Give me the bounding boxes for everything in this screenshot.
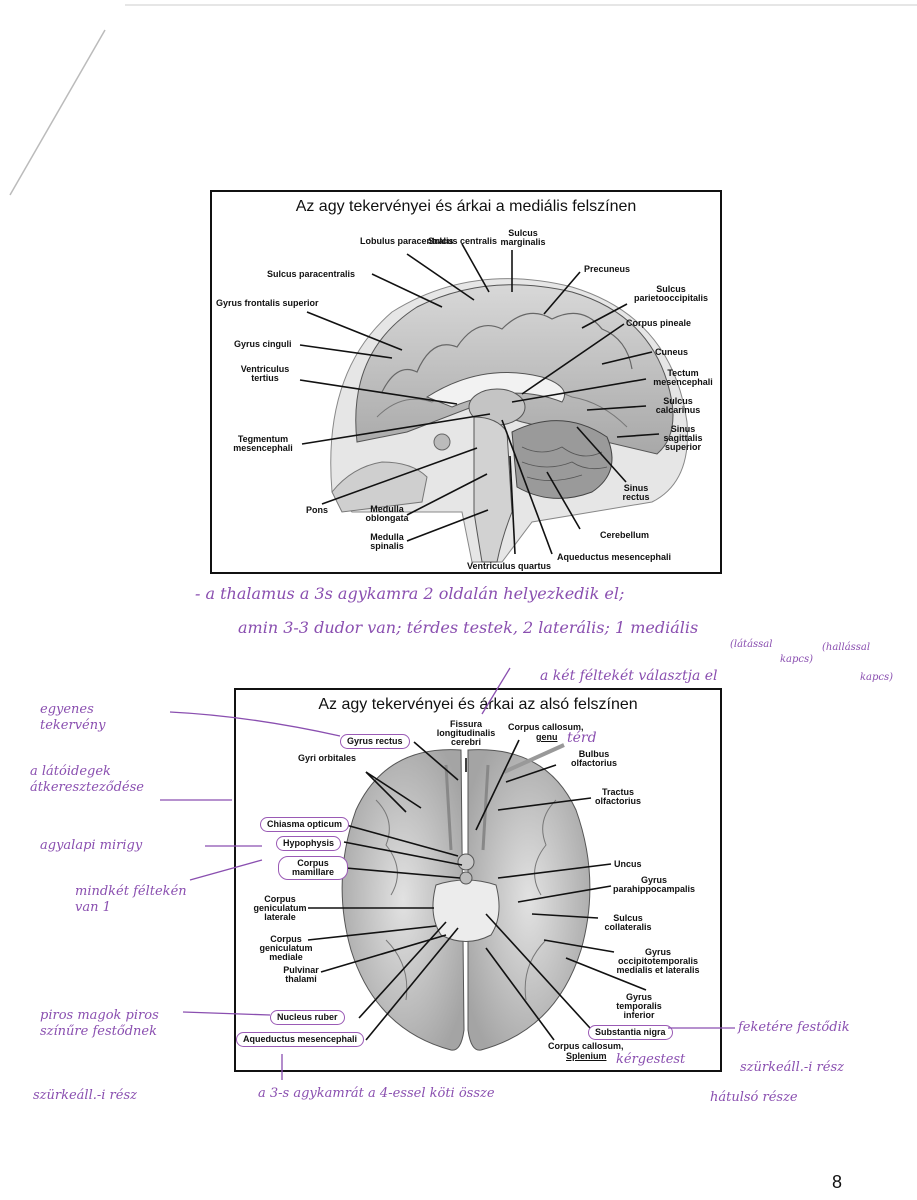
label-lobulus-paracentralis: Lobulus paracentralis — [360, 236, 454, 246]
label-chiasma-opticum: Chiasma opticum — [260, 817, 350, 832]
figure-title: Az agy tekervényei és árkai a mediális f… — [295, 198, 637, 215]
label-sinus-sagittalis-superior: Sinus sagittalis superior — [663, 424, 703, 452]
label-sulcus-marginalis: Sulcus marginalis — [500, 228, 546, 247]
label-aqueductus-mesencephali: Aqueductus mesencephali — [236, 1032, 365, 1047]
handwriting-line2: amin 3-3 dudor van; térdes testek, 2 lat… — [238, 618, 699, 637]
figure-inferior-surface: Az agy tekervényei és árkai az alsó fels… — [234, 688, 722, 1072]
label-ventriculus-tertius: Ventriculus tertius — [240, 364, 290, 383]
handwriting-hatulso: hátulsó része — [710, 1090, 798, 1105]
label-substantia-nigra: Substantia nigra — [588, 1025, 673, 1040]
inferior-brain-illustration — [307, 739, 647, 1051]
handwriting-terd: térd — [567, 730, 597, 746]
label-gyri-orbitales: Gyri orbitales — [298, 753, 357, 763]
handwriting-latoidegek: a látóidegek átkereszteződése — [30, 764, 144, 795]
label-gyrus-occipitotemporalis: Gyrus occipitotemporalis medialis et lat… — [616, 947, 700, 975]
label-sulcus-calcarinus: Sulcus calcarinus — [655, 396, 701, 415]
label-sulcus-collateralis: Sulcus collateralis — [604, 913, 652, 932]
label-sulcus-parietooccipitalis: Sulcus parietooccipitalis — [633, 284, 709, 303]
label-pons: Pons — [306, 505, 329, 515]
medial-brain-illustration — [299, 243, 689, 563]
label-corpus-mamillare: Corpus mamillare — [278, 856, 348, 880]
label-sulcus-centralis: Sulcus centralis — [428, 236, 498, 246]
handwriting-note-hallas: (hallással — [822, 642, 871, 653]
label-fissura-longitudinalis: Fissura longitudinalis cerebri — [436, 719, 496, 747]
label-uncus: Uncus — [614, 859, 642, 869]
handwriting-egyenes: egyenes tekervény — [40, 702, 106, 733]
label-gyrus-rectus: Gyrus rectus — [340, 734, 410, 749]
label-aqueductus-mesencephali: Aqueductus mesencephali — [557, 552, 672, 562]
label-medulla-spinalis: Medulla spinalis — [370, 532, 404, 551]
label-corpus-callosum-genu: Corpus callosum, — [508, 722, 584, 732]
label-sulcus-paracentralis: Sulcus paracentralis — [267, 269, 356, 279]
handwriting-mindket: mindkét féltekén van 1 — [75, 884, 187, 915]
label-precuneus: Precuneus — [584, 264, 631, 274]
label-gyrus-parahippocampalis: Gyrus parahippocampalis — [612, 875, 696, 894]
label-ventriculus-quartus: Ventriculus quartus — [467, 561, 552, 571]
label-splenium: Splenium — [566, 1051, 607, 1061]
handwriting-line3: a két féltekét választja el — [540, 668, 718, 684]
label-gyrus-temporalis-inferior: Gyrus temporalis inferior — [616, 992, 662, 1020]
handwriting-fekete: feketére festődik — [738, 1020, 850, 1035]
page-number: 8 — [832, 1172, 843, 1192]
label-bulbus-olfactorius: Bulbus olfactorius — [570, 749, 617, 768]
handwriting-piros: piros magok piros színűre festődnek — [40, 1008, 159, 1039]
handwriting-szurkeall-right: szürkeáll.-i rész — [740, 1060, 844, 1075]
label-gyrus-frontalis-superior: Gyrus frontalis superior — [216, 298, 319, 308]
handwriting-note-latas2: kapcs) — [780, 654, 814, 665]
label-cerebellum: Cerebellum — [600, 530, 650, 540]
handwriting-note-latas: (látással — [730, 639, 773, 650]
handwriting-line1: - a thalamus a 3s agykamra 2 oldalán hel… — [195, 584, 625, 603]
label-tegmentum-mesencephali: Tegmentum mesencephali — [233, 434, 293, 453]
label-gyrus-cinguli: Gyrus cinguli — [234, 339, 292, 349]
label-corpus-callosum-splenium: Corpus callosum, — [548, 1041, 624, 1051]
label-corpus-geniculatum-mediale: Corpus geniculatum mediale — [259, 934, 313, 962]
handwriting-note-hallas2: kapcs) — [860, 672, 894, 683]
label-corpus-geniculatum-laterale: Corpus geniculatum laterale — [253, 894, 307, 922]
handwriting-szurkeall-left: szürkeáll.-i rész — [33, 1088, 137, 1103]
label-nucleus-ruber: Nucleus ruber — [270, 1010, 345, 1025]
label-genu: genu — [536, 732, 558, 742]
label-pulvinar-thalami: Pulvinar thalami — [283, 965, 319, 984]
figure-title: Az agy tekervényei és árkai az alsó fels… — [318, 696, 638, 713]
label-tractus-olfactorius: Tractus olfactorius — [594, 787, 641, 806]
figure-medial-surface: Az agy tekervényei és árkai a mediális f… — [210, 190, 722, 574]
label-sinus-rectus: Sinus rectus — [622, 483, 650, 502]
handwriting-bottom: a 3-s agykamrát a 4-essel köti össze — [258, 1086, 495, 1101]
label-medulla-oblongata: Medulla oblongata — [365, 504, 409, 523]
label-hypophysis: Hypophysis — [276, 836, 342, 851]
label-tectum-mesencephali: Tectum mesencephali — [653, 368, 713, 387]
label-cuneus: Cuneus — [655, 347, 689, 357]
label-corpus-pineale: Corpus pineale — [626, 318, 692, 328]
handwriting-agyalapi: agyalapi mirigy — [40, 838, 143, 853]
handwriting-kergestest: kérgestest — [616, 1052, 686, 1067]
